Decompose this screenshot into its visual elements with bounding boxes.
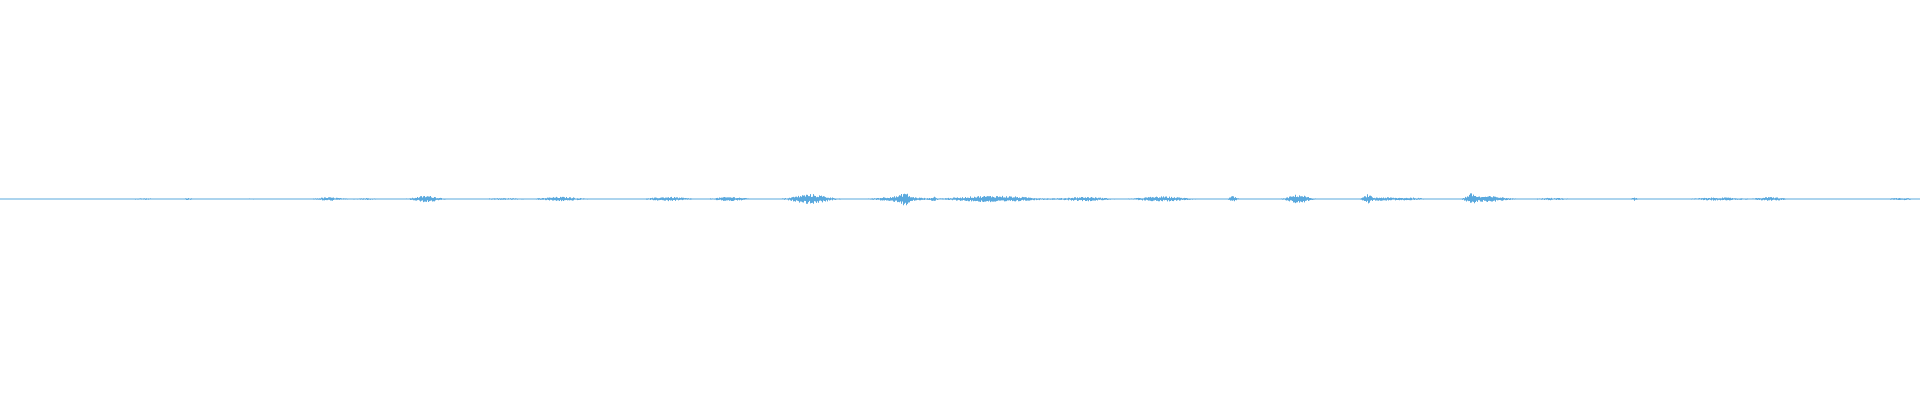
waveform-trace	[0, 193, 1920, 206]
